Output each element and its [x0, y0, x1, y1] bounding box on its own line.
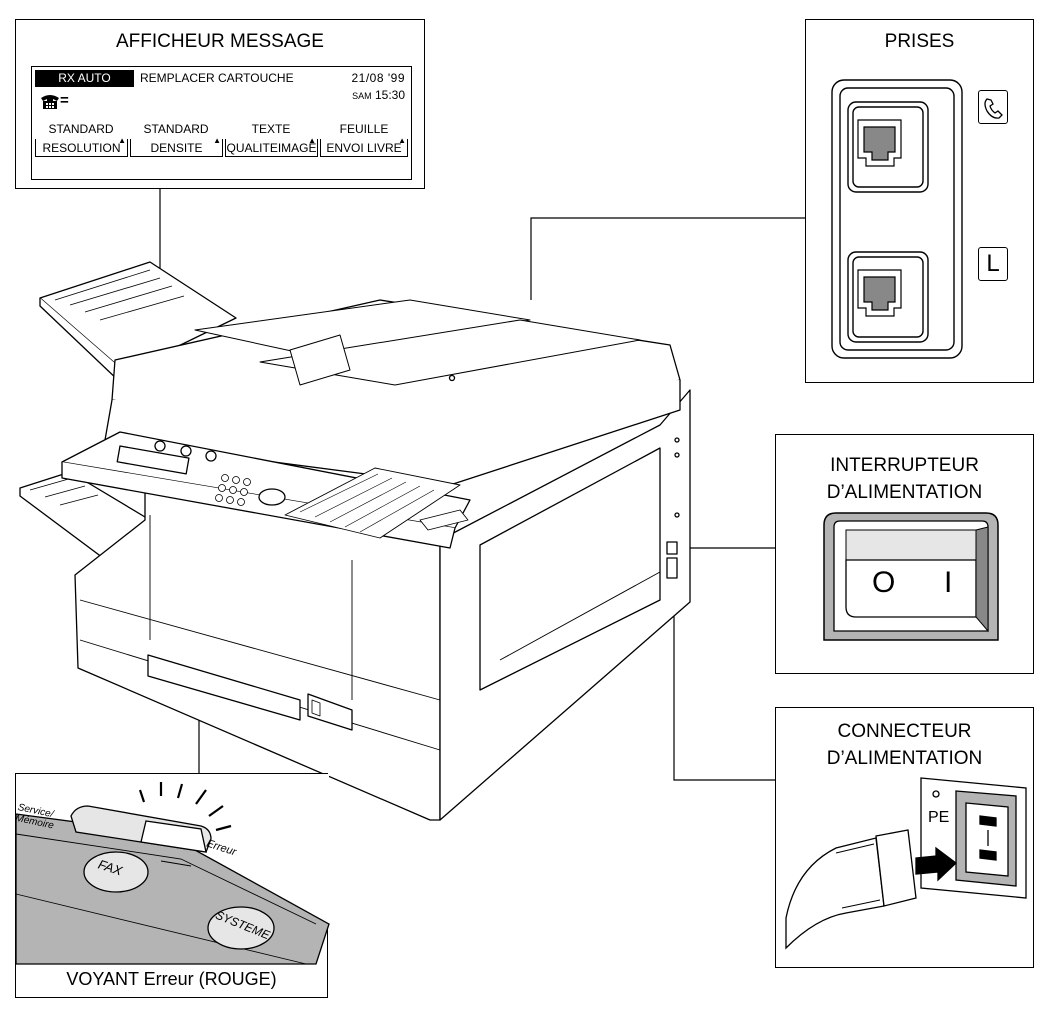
- message-display-callout: AFFICHEUR MESSAGE RX AUTO REMPLACER CART…: [15, 19, 425, 189]
- clock-readout: 15:30: [374, 88, 405, 102]
- power-connector-illustration: [785, 777, 1027, 950]
- setting-resolution-value: STANDARD: [48, 122, 114, 136]
- date-readout: 21/08 '99: [351, 71, 405, 85]
- setting-density-value: STANDARD: [143, 122, 209, 136]
- lcd-screen: RX AUTO REMPLACER CARTOUCHE 21/08 '99 SA…: [31, 66, 412, 180]
- jacks-title: PRISES: [884, 31, 955, 52]
- phone-status: =: [40, 92, 70, 110]
- jacks-panel-illustration: [831, 79, 963, 359]
- jacks-callout: PRISES L: [805, 19, 1034, 383]
- power-connector-callout: CONNECTEUR D’ALIMENTATION PE: [775, 707, 1034, 968]
- density-key[interactable]: DENSITE▲: [130, 137, 223, 157]
- telephone-icon: [978, 90, 1008, 124]
- error-lamp-closeup-illustration: [15, 774, 330, 969]
- blink-rays: [138, 782, 232, 832]
- line-jack-label: L: [978, 247, 1008, 281]
- settings-row: STANDARD STANDARD TEXTE FEUILLE: [35, 121, 408, 137]
- switch-off-symbol: O: [872, 566, 896, 599]
- modular-jack-tel: [857, 119, 902, 167]
- power-switch-title-line2: D’ALIMENTATION: [826, 482, 983, 503]
- phone-status-sign: =: [60, 92, 69, 109]
- error-lamp-caption: VOYANT Erreur (ROUGE): [66, 969, 277, 989]
- mode-indicator: RX AUTO: [35, 70, 134, 87]
- setting-book-send-value: FEUILLE: [339, 122, 389, 136]
- switch-on-symbol[interactable]: I: [944, 566, 953, 599]
- day-readout: SAM: [352, 91, 372, 101]
- phone-icon: [41, 95, 59, 109]
- power-connector-title-line2: D’ALIMENTATION: [826, 748, 983, 769]
- setting-quality-value: TEXTE: [251, 122, 291, 136]
- resolution-key[interactable]: RESOLUTION▲: [35, 137, 128, 157]
- power-switch-callout: INTERRUPTEUR D’ALIMENTATION O I: [775, 434, 1034, 674]
- status-message: REMPLACER CARTOUCHE: [140, 71, 294, 85]
- time-readout: SAM 15:30: [352, 87, 405, 104]
- function-key-row: RESOLUTION▲ DENSITE▲ QUALITEIMAGE▲ ENVOI…: [35, 136, 408, 158]
- ground-label: PE: [928, 809, 950, 826]
- power-switch-title-line1: INTERRUPTEUR: [830, 455, 979, 476]
- power-connector-title-line1: CONNECTEUR: [837, 721, 972, 742]
- book-send-key[interactable]: ENVOI LIVRE▲: [320, 137, 408, 157]
- image-quality-key[interactable]: QUALITEIMAGE▲: [225, 136, 318, 157]
- message-display-title: AFFICHEUR MESSAGE: [116, 31, 324, 52]
- modular-jack-line: [857, 269, 902, 317]
- error-lamp-callout: Service/ Mémoire Erreur FAX SYSTEME VOYA…: [14, 773, 330, 998]
- rocker-switch-illustration: [823, 512, 999, 641]
